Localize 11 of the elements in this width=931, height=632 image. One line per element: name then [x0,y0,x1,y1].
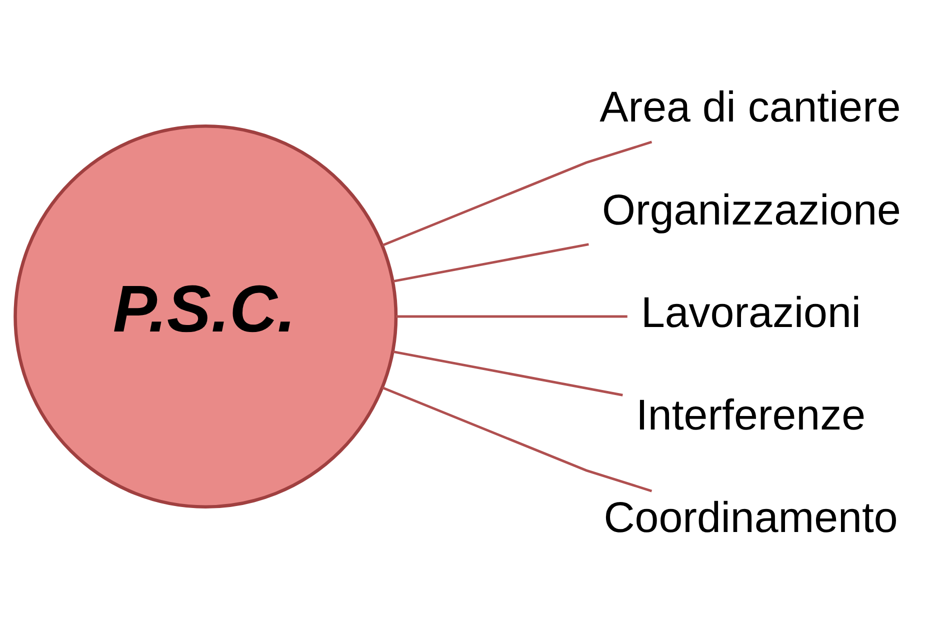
node-text: Coordinamento [604,494,898,542]
node-circle: P.S.C. [14,124,398,508]
connector [382,140,652,246]
node-text: Lavorazioni [640,288,861,336]
connector [396,314,628,318]
connector [392,350,623,396]
node-text: Organizzazione [602,186,901,234]
node-text: Area di cantiere [600,83,901,132]
connector [392,242,589,282]
node-text: Interferenze [636,391,866,440]
connector [382,386,652,492]
